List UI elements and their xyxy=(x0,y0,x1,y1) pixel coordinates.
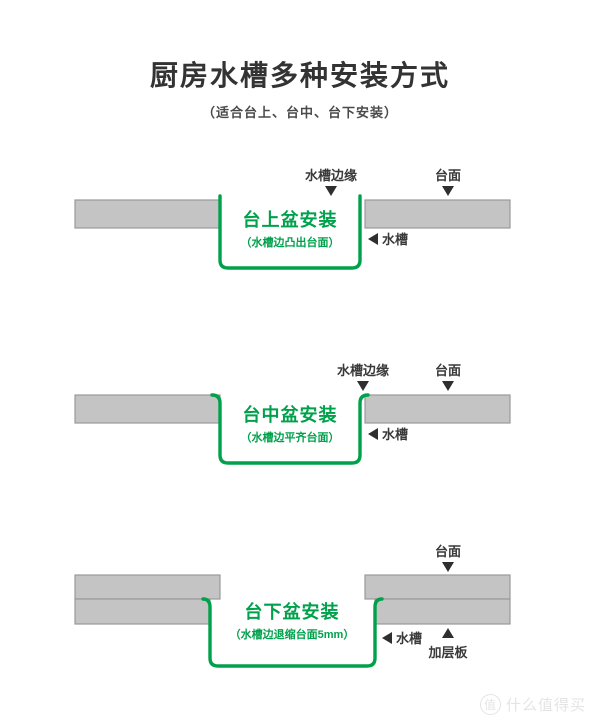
countertop-slab-left xyxy=(74,199,221,229)
diagram-note: （水槽边平齐台面） xyxy=(241,430,340,444)
sink-arrow-icon xyxy=(368,233,378,245)
label-countertop: 台面 xyxy=(435,544,461,559)
diagram-title: 台下盆安装 xyxy=(245,601,340,622)
spacer-board-left xyxy=(74,598,211,625)
watermark: 值 什么值得买 xyxy=(479,694,586,715)
countertop-arrow-icon xyxy=(442,186,454,196)
diagram-note: （水槽边退缩台面5mm） xyxy=(230,627,355,641)
countertop-arrow-icon xyxy=(442,562,454,572)
sink-arrow-icon xyxy=(368,428,378,440)
page-header: 厨房水槽多种安装方式 （适合台上、台中、台下安装） xyxy=(0,58,600,121)
sink-basin-outline xyxy=(210,393,370,465)
sink-edge-arrow-icon xyxy=(357,381,369,391)
diagram-title: 台上盆安装 xyxy=(243,209,338,230)
countertop-slab-right xyxy=(364,574,511,600)
label-countertop: 台面 xyxy=(435,363,461,378)
page-subtitle: （适合台上、台中、台下安装） xyxy=(201,105,398,120)
spacer-board-right xyxy=(374,598,511,625)
diagram-under-counter: 台面 水槽 加层板 台下盆安装 （水槽边退缩台面5mm） xyxy=(0,540,600,700)
countertop-slab-right xyxy=(364,199,511,229)
countertop-slab-right xyxy=(364,394,511,424)
label-sink-edge: 水槽边缘 xyxy=(337,363,389,378)
sink-arrow-icon xyxy=(382,632,392,644)
watermark-text: 什么值得买 xyxy=(505,697,586,714)
sink-edge-arrow-icon xyxy=(325,186,337,196)
label-sink: 水槽 xyxy=(382,232,408,247)
sink-basin-outline xyxy=(218,194,362,270)
label-spacer-board: 加层板 xyxy=(427,645,468,660)
page-title: 厨房水槽多种安装方式 xyxy=(149,60,450,91)
diagram-above-counter: 水槽边缘 台面 水槽 台上盆安装 （水槽边凸出台面） xyxy=(0,160,600,290)
countertop-slab-left xyxy=(74,574,221,600)
watermark-badge-icon: 值 xyxy=(479,694,501,715)
countertop-slab-left xyxy=(74,394,221,424)
countertop-arrow-icon xyxy=(442,381,454,391)
diagram-note: （水槽边凸出台面） xyxy=(241,235,340,249)
diagram-title: 台中盆安装 xyxy=(243,404,338,425)
diagram-flush-mount: 水槽边缘 台面 水槽 台中盆安装 （水槽边平齐台面） xyxy=(0,355,600,485)
spacer-board-arrow-icon xyxy=(442,628,454,638)
label-sink-edge: 水槽边缘 xyxy=(305,168,357,183)
label-sink: 水槽 xyxy=(396,631,422,646)
label-sink: 水槽 xyxy=(382,427,408,442)
label-countertop: 台面 xyxy=(435,168,461,183)
sink-basin-outline xyxy=(201,597,384,668)
